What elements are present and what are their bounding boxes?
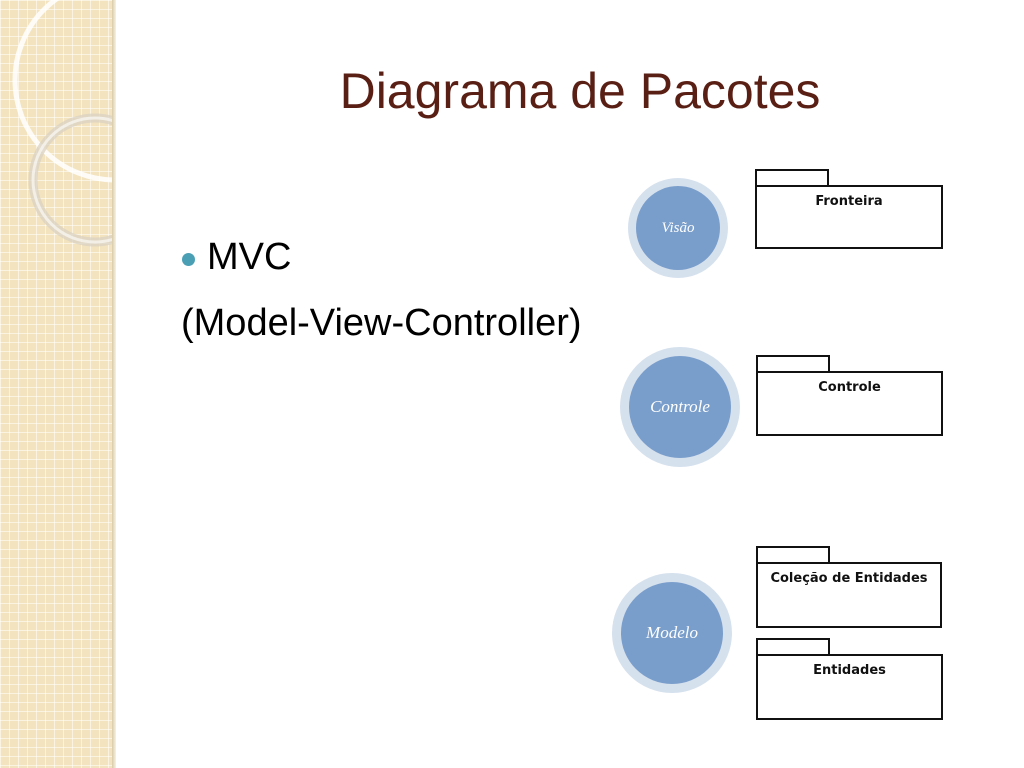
slide-title: Diagrama de Pacotes	[339, 63, 821, 119]
package-tab	[756, 546, 830, 563]
bullet-item: MVC	[182, 236, 291, 279]
package-label-entidades: Entidades	[756, 654, 943, 720]
package-fronteira: Fronteira	[755, 169, 943, 249]
layer-label-modelo: Modelo	[621, 582, 723, 684]
package-controle: Controle	[756, 355, 943, 436]
package-tab	[756, 638, 830, 655]
decorative-sidebar	[0, 0, 113, 768]
package-colecao-de-entidades: Coleção de Entidades	[756, 546, 942, 628]
layer-circle-controle: Controle	[620, 347, 740, 467]
package-label-colecao: Coleção de Entidades	[756, 562, 942, 628]
layer-label-controle: Controle	[629, 356, 731, 458]
package-label-controle: Controle	[756, 371, 943, 436]
package-entidades: Entidades	[756, 638, 943, 720]
bullet-subline: (Model-View-Controller)	[181, 302, 582, 344]
package-label-fronteira: Fronteira	[755, 185, 943, 249]
package-tab	[756, 355, 830, 372]
sidebar-edge	[112, 0, 116, 768]
layer-circle-modelo: Modelo	[612, 573, 732, 693]
bullet-text: MVC	[207, 236, 292, 278]
layer-label-visao: Visão	[636, 186, 720, 270]
bullet-dot-icon	[182, 253, 195, 266]
layer-circle-visao: Visão	[628, 178, 728, 278]
package-tab	[755, 169, 829, 186]
decorative-rings	[12, 0, 113, 247]
